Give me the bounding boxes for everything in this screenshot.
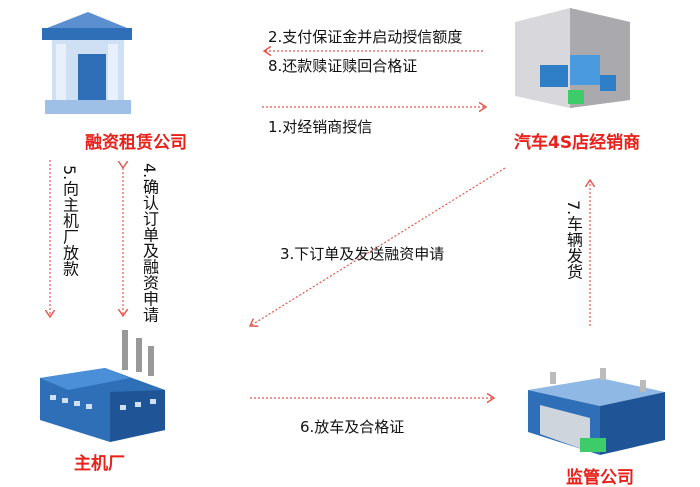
step3-label: 3.下订单及发送融资申请 bbox=[280, 245, 445, 263]
step2-label: 2.支付保证金并启动授信额度 bbox=[268, 28, 463, 46]
step6-label: 6.放车及合格证 bbox=[300, 418, 405, 436]
arrow-step3 bbox=[250, 167, 506, 326]
step5-label: 5.向主机厂放款 bbox=[60, 165, 79, 277]
dealer-showroom-icon bbox=[515, 8, 630, 108]
node-supervisor: 监管公司 bbox=[566, 468, 634, 487]
node-dealer: 汽车4S店经销商 bbox=[514, 133, 641, 153]
bank-icon bbox=[42, 12, 132, 114]
node-leasing-company: 融资租赁公司 bbox=[85, 133, 187, 153]
factory-icon bbox=[40, 330, 165, 442]
node-oem: 主机厂 bbox=[74, 454, 125, 474]
step1-label: 1.对经销商授信 bbox=[268, 118, 373, 136]
step8-label: 8.还款赎证赎回合格证 bbox=[268, 57, 418, 75]
step7-label: 7.车辆发货 bbox=[564, 200, 583, 280]
step4-label: 4.确认订单及融资申请 bbox=[140, 163, 159, 323]
warehouse-icon bbox=[528, 368, 665, 455]
